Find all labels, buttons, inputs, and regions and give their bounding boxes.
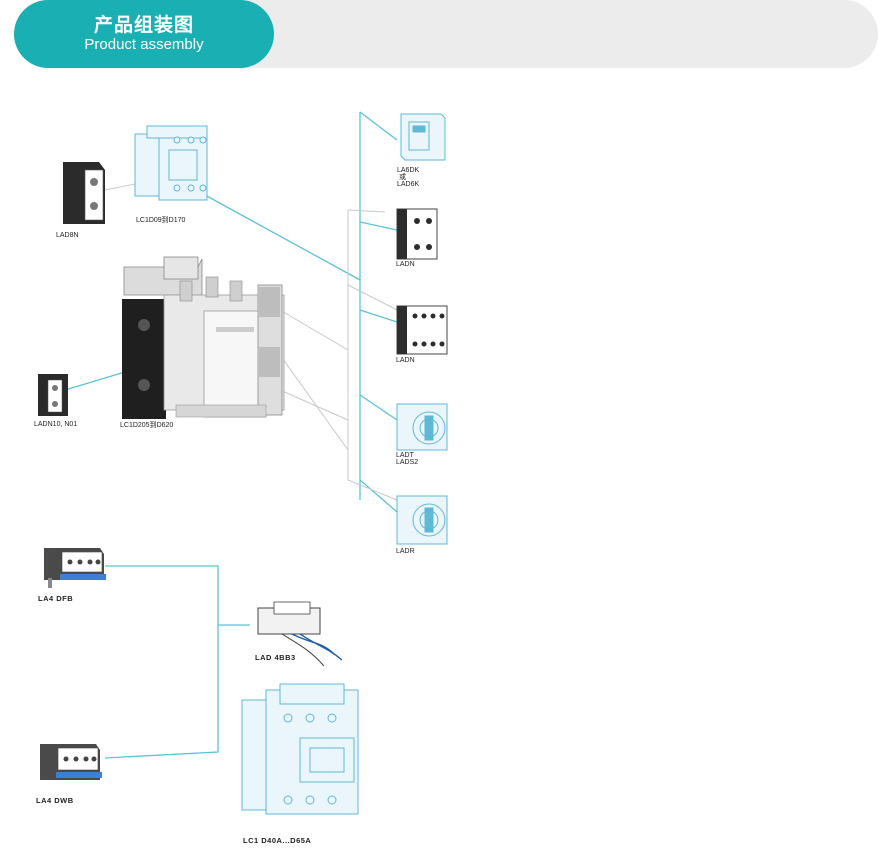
label-ladt-2: LADS2 <box>396 459 419 466</box>
label-lc1d09: LC1D09到D170 <box>136 217 186 224</box>
la4dwb-device <box>40 744 102 780</box>
lc1d205-device <box>122 256 285 419</box>
connector-ladn-a <box>359 221 398 231</box>
label-lad8n: LAD8N <box>56 232 79 239</box>
connector-grey-4 <box>347 284 398 311</box>
connector-la4dfb <box>104 565 219 759</box>
connector-ladr <box>359 479 398 513</box>
label-ladt-1: LADT <box>396 452 414 459</box>
lad8n-device <box>63 162 105 224</box>
connector-ladn-b <box>359 309 398 323</box>
ladt-device <box>396 403 448 451</box>
label-lad6k-2: 或 <box>399 174 406 181</box>
la4dfb-device <box>44 548 106 588</box>
connector-grey-bus-a <box>347 210 398 501</box>
lc1d40a-device <box>241 683 359 815</box>
label-ladn10: LADN10, N01 <box>34 421 78 428</box>
label-ladn-b: LADN <box>396 357 415 364</box>
label-lc1d40a: LC1 D40A...D65A <box>243 836 312 845</box>
ladr-device <box>396 495 448 545</box>
connector-grey-1 <box>279 309 349 351</box>
header-title-cn: 产品组装图 <box>93 15 194 36</box>
label-lad6k-3: LAD6K <box>397 181 420 188</box>
label-ladr: LADR <box>396 548 415 555</box>
lad4bb3-device <box>257 601 343 667</box>
connector-grey-bus-b <box>347 209 386 213</box>
label-lad4bb3: LAD 4BB3 <box>255 653 296 662</box>
connector-ladt <box>359 394 398 421</box>
connector-grey-3 <box>279 389 349 421</box>
ladn-a-device <box>396 208 438 260</box>
label-la4dfb: LA4 DFB <box>38 594 74 603</box>
lad6k-device <box>400 113 446 161</box>
connector-grey-2 <box>279 354 349 451</box>
ladn10-device <box>38 374 68 416</box>
label-lad6k-1: LA6DK <box>397 167 420 174</box>
connector-lad8n <box>104 182 141 191</box>
lc1d09-device <box>134 125 208 201</box>
label-ladn-a: LADN <box>396 261 415 268</box>
header-title-en: Product assembly <box>84 36 204 53</box>
label-la4dwb: LA4 DWB <box>36 796 74 805</box>
connector-lad6k <box>359 111 398 141</box>
label-lc1d205: LC1D205到D620 <box>120 422 174 429</box>
ladn-b-device <box>396 305 448 355</box>
connector-lc1d09-bus <box>204 194 361 281</box>
header-title-pill: 产品组装图 Product assembly <box>14 0 274 68</box>
